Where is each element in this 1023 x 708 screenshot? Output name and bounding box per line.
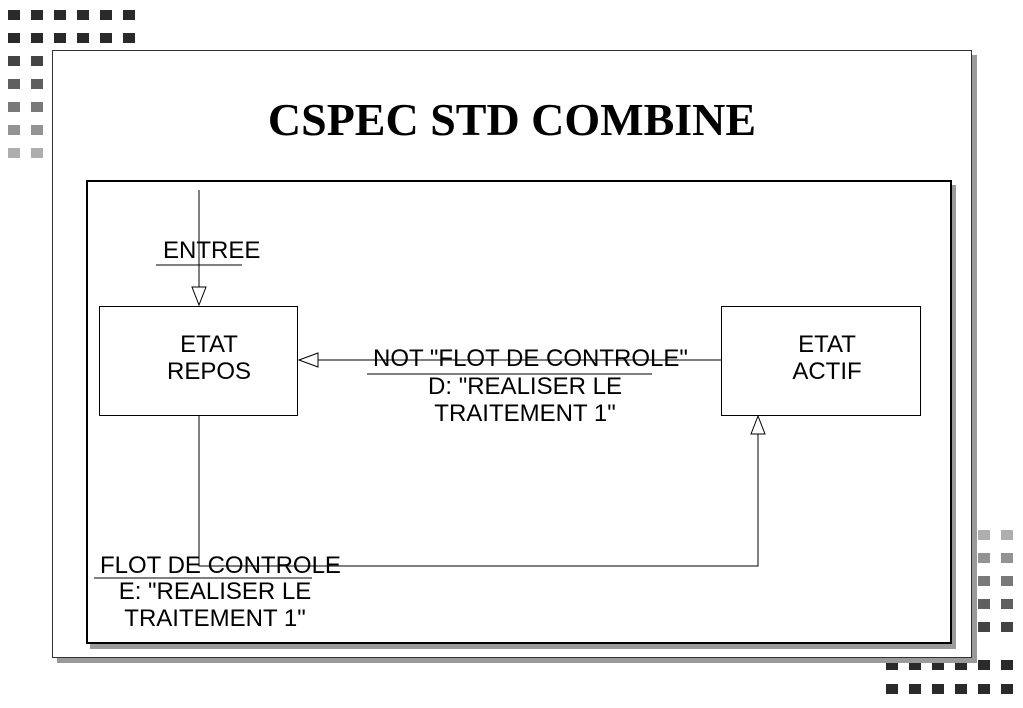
decorative-square	[123, 10, 135, 20]
initial-transition-condition: ENTREE	[163, 237, 261, 264]
state-etat-repos-line1: ETAT	[180, 331, 238, 358]
decorative-square	[978, 622, 990, 632]
decorative-square	[932, 684, 944, 694]
decorative-square	[978, 530, 990, 540]
decorative-square	[31, 102, 43, 112]
decorative-square	[978, 660, 990, 670]
decorative-square	[978, 684, 990, 694]
decorative-square	[8, 56, 20, 66]
transition-repos-to-actif-condition: FLOT DE CONTROLE	[100, 552, 341, 579]
state-etat-repos-label: ETAT REPOS	[99, 331, 319, 385]
decorative-square	[100, 10, 112, 20]
state-etat-actif-label: ETAT ACTIF	[721, 331, 933, 385]
slide-title: CSPEC STD COMBINE	[267, 94, 757, 145]
decorative-square	[978, 576, 990, 586]
transition-actif-to-repos-condition: NOT "FLOT DE CONTROLE"	[373, 345, 688, 372]
decorative-square	[978, 553, 990, 563]
transition-actif-to-repos-action-line1: D: "REALISER LE	[428, 373, 622, 400]
decorative-square	[932, 660, 944, 670]
decorative-square	[100, 33, 112, 43]
decorative-square	[1001, 622, 1013, 632]
decorative-square	[31, 79, 43, 89]
decorative-square	[31, 56, 43, 66]
decorative-square	[8, 148, 20, 158]
decorative-square	[8, 79, 20, 89]
decorative-square	[1001, 530, 1013, 540]
state-etat-repos[interactable]	[99, 306, 298, 416]
decorative-square	[886, 660, 898, 670]
decorative-square	[31, 10, 43, 20]
transition-repos-to-actif-action-line1: E: "REALISER LE	[118, 578, 312, 605]
transition-repos-to-actif-action: E: "REALISER LE TRAITEMENT 1"	[100, 578, 330, 632]
decorative-square	[1001, 576, 1013, 586]
decorative-square	[8, 102, 20, 112]
decorative-square	[886, 684, 898, 694]
decorative-square	[909, 660, 921, 670]
decorative-square	[8, 125, 20, 135]
state-etat-actif[interactable]	[721, 306, 921, 416]
transition-actif-to-repos-arrowhead	[297, 352, 319, 368]
transition-actif-to-repos-action-line2: TRAITEMENT 1"	[434, 400, 616, 427]
decorative-square	[909, 684, 921, 694]
decorative-square	[31, 33, 43, 43]
decorative-square	[31, 125, 43, 135]
decorative-square	[54, 33, 66, 43]
decorative-square	[955, 660, 967, 670]
decorative-square	[1001, 660, 1013, 670]
decorative-square	[1001, 553, 1013, 563]
decorative-square	[8, 10, 20, 20]
decorative-square	[54, 10, 66, 20]
transition-repos-to-actif-line	[198, 415, 759, 567]
decorative-square	[31, 148, 43, 158]
state-etat-actif-line2: ACTIF	[792, 358, 862, 385]
transition-repos-to-actif-action-line2: TRAITEMENT 1"	[124, 605, 306, 632]
decorative-square	[123, 33, 135, 43]
transition-repos-to-actif-arrowhead	[750, 414, 766, 435]
transition-actif-to-repos-action: D: "REALISER LE TRAITEMENT 1"	[410, 373, 640, 427]
decorative-square	[77, 10, 89, 20]
initial-transition-arrowhead	[191, 286, 207, 307]
decorative-square	[1001, 599, 1013, 609]
state-etat-actif-line1: ETAT	[798, 331, 856, 358]
decorative-square	[77, 33, 89, 43]
decorative-square	[978, 599, 990, 609]
decorative-square	[1001, 684, 1013, 694]
state-etat-repos-line2: REPOS	[166, 358, 252, 385]
decorative-square	[955, 684, 967, 694]
decorative-square	[8, 33, 20, 43]
